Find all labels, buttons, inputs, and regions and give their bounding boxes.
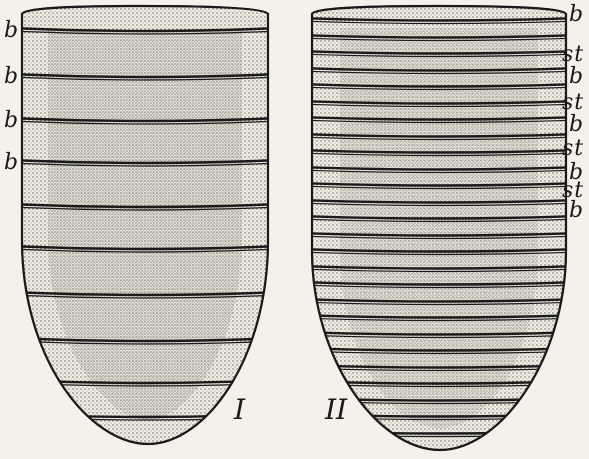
figure-II-label-2: st <box>562 44 584 66</box>
figure-I-body <box>10 6 280 444</box>
figure-II-label-4: st <box>562 92 584 114</box>
figure-II-label-3: b <box>569 66 584 88</box>
figure-I-label-b-1: b <box>4 20 19 42</box>
figure-I-number: I <box>234 396 245 424</box>
figure-I-label-b-2: b <box>4 66 19 88</box>
figure-II-label-1: b <box>569 4 584 26</box>
figure-I-label-b-4: b <box>4 152 19 174</box>
figure-II-body <box>300 6 578 450</box>
figure-I-label-b-3: b <box>4 110 19 132</box>
figure-II-label-5: b <box>569 114 584 136</box>
figure-II-number: II <box>325 396 347 424</box>
figure-II-label-9: b <box>569 200 584 222</box>
figure-II-label-6: st <box>562 138 584 160</box>
